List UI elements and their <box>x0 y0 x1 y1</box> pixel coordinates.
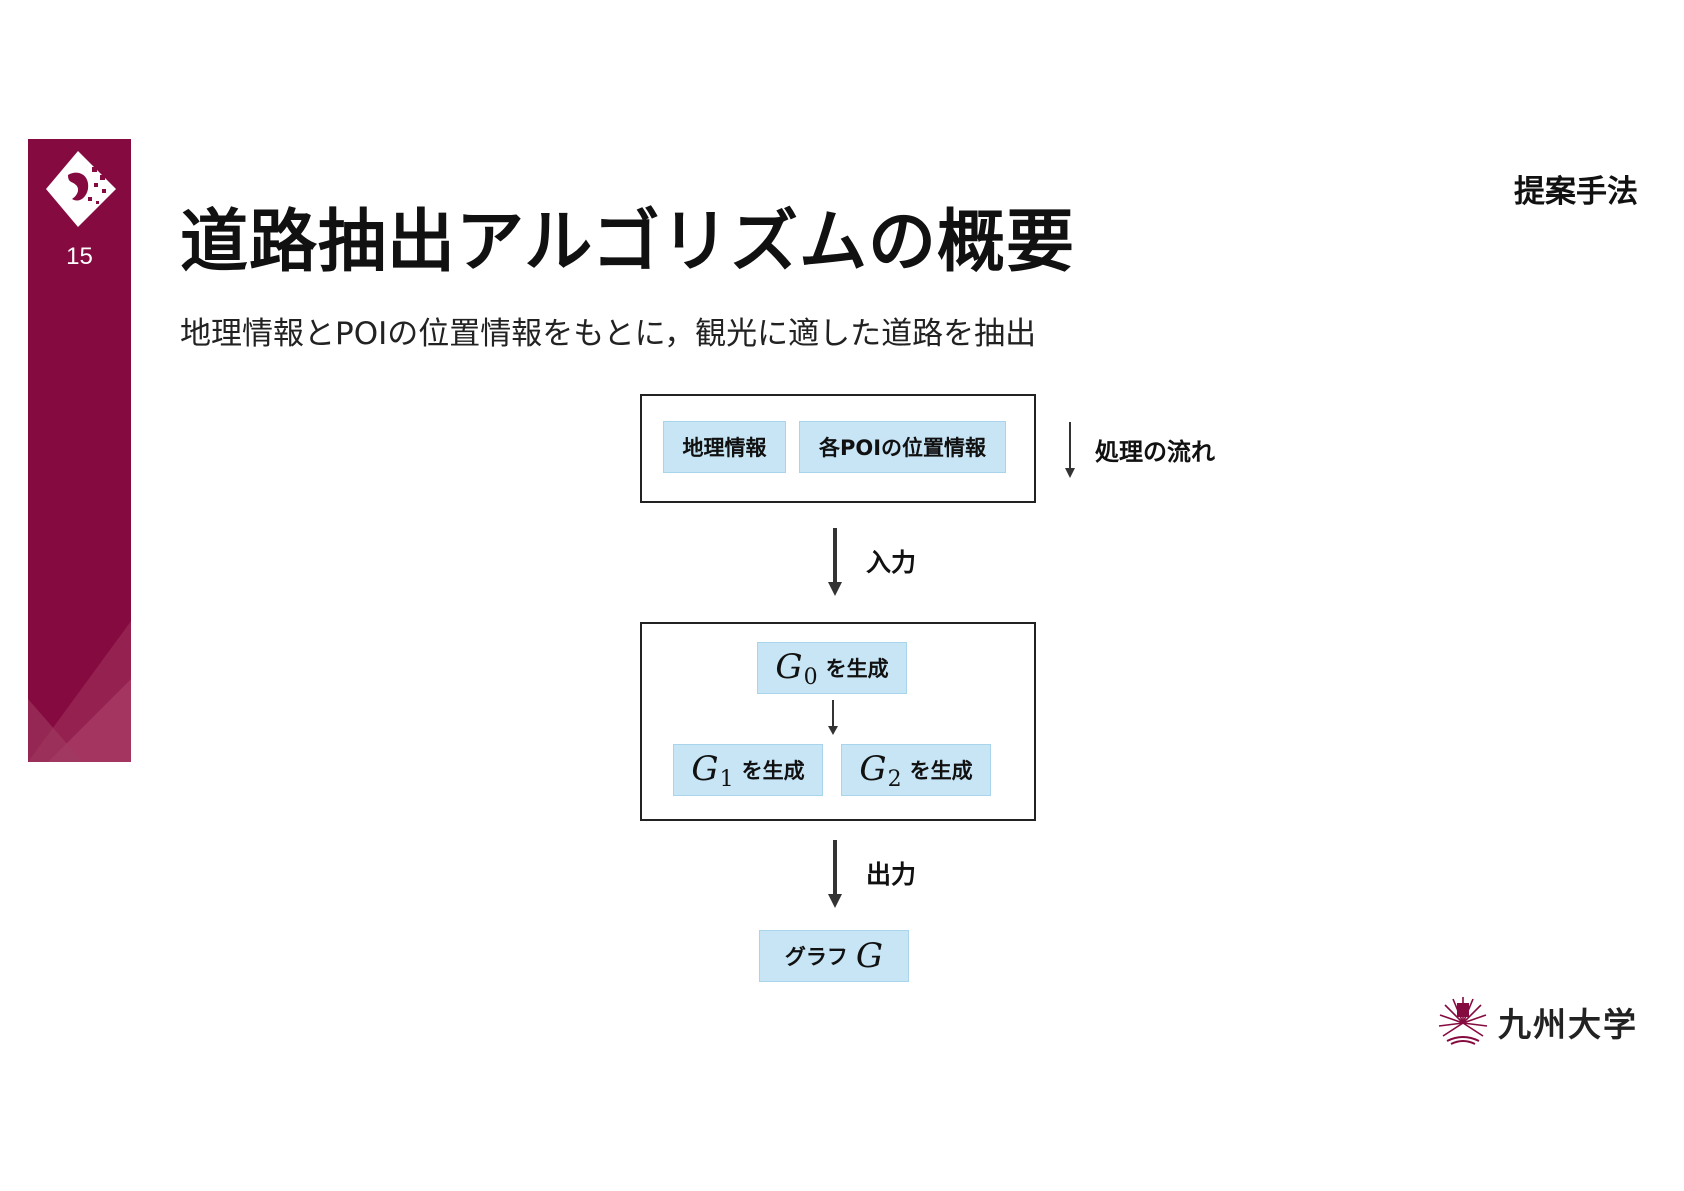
g2-label: を生成 <box>909 759 973 783</box>
section-label: 提案手法 <box>1514 174 1638 210</box>
flow-legend-arrow-icon <box>1065 422 1075 478</box>
sidebar-decoration <box>28 621 131 762</box>
flow-legend-label: 処理の流れ <box>1095 438 1215 466</box>
output-arrow-icon <box>828 840 842 908</box>
slide-subtitle: 地理情報とPOIの位置情報をもとに，観光に適した道路を抽出 <box>180 316 1037 352</box>
g1-symbol: G1 <box>691 748 734 792</box>
sidebar: 15 <box>28 139 131 762</box>
input-arrow-icon <box>828 528 842 596</box>
page-number: 15 <box>66 243 93 270</box>
input-chip-poi: 各POIの位置情報 <box>799 421 1006 473</box>
g2-symbol: G2 <box>859 748 902 792</box>
output-symbol: G <box>855 936 884 976</box>
kyushu-university-emblem-icon <box>1438 997 1488 1045</box>
g0-label: を生成 <box>825 657 889 681</box>
g1-label: を生成 <box>741 759 805 783</box>
slide-title: 道路抽出アルゴリズムの概要 <box>180 203 1075 282</box>
input-arrow-label: 入力 <box>866 548 917 577</box>
g0-chip: G0 を生成 <box>757 642 907 694</box>
output-chip: グラフ G <box>759 930 909 982</box>
output-label: グラフ <box>784 945 848 969</box>
humanophilic-logo-icon <box>46 151 116 227</box>
g1-chip: G1 を生成 <box>673 744 823 796</box>
g0-symbol: G0 <box>775 646 818 690</box>
g0-to-g1-arrow-icon <box>828 700 838 735</box>
output-arrow-label: 出力 <box>866 860 917 889</box>
university-name: 九州大学 <box>1498 1005 1638 1044</box>
g2-chip: G2 を生成 <box>841 744 991 796</box>
input-chip-geo: 地理情報 <box>663 421 786 473</box>
